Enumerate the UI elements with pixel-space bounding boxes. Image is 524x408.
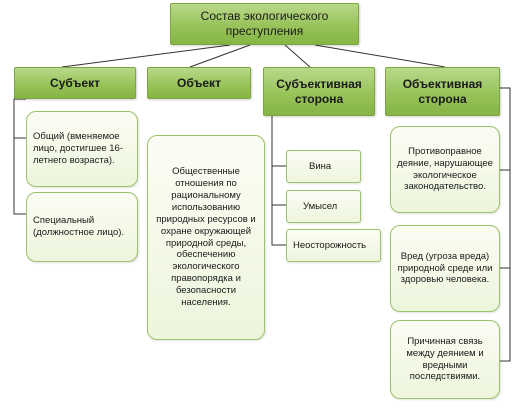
objective-item-causation-label: Причинная связь между деянием и вредными…: [406, 335, 484, 383]
subjective-item-negligence: Неосторожность: [286, 229, 381, 262]
subject-item-general: Общий (вменяемое лицо, достигшее 16-летн…: [26, 111, 138, 187]
objective-item-causation: Причинная связь между деянием и вредными…: [390, 320, 500, 399]
object-item-label: Общественные отношения по рациональному …: [156, 166, 256, 308]
header-object: Объект: [147, 67, 251, 99]
root-label: Состав экологического преступления: [200, 9, 329, 38]
connector-root-object: [189, 44, 251, 68]
header-objective-label: Объективная сторона: [402, 76, 483, 106]
subject-item-general-label: Общий (вменяемое лицо, достигшее 16-летн…: [33, 131, 124, 166]
subjective-item-guilt-label: Вина: [309, 160, 332, 172]
header-subject: Субъект: [14, 67, 136, 99]
object-item: Общественные отношения по рациональному …: [147, 135, 265, 340]
subject-item-special: Специальный (должностное лицо).: [26, 192, 138, 262]
subjective-item-guilt: Вина: [286, 150, 361, 183]
connector-objective-bracket: [500, 87, 511, 362]
header-objective: Объективная сторона: [385, 67, 500, 116]
objective-item-act-label: Противоправное деяние, нарушающее эколог…: [397, 145, 493, 193]
connector-root-objective: [314, 44, 446, 68]
root-node: Состав экологического преступления: [170, 3, 359, 45]
header-object-label: Объект: [177, 75, 221, 90]
connector-root-subjective: [284, 44, 311, 68]
connector-root-subject: [61, 44, 231, 68]
objective-item-harm: Вред (угроза вреда) природной среде или …: [390, 225, 500, 312]
subjective-item-intent-label: Умысел: [303, 200, 338, 212]
connector-subjective-bracket: [271, 116, 286, 246]
objective-item-act: Противоправное деяние, нарушающее эколог…: [390, 126, 500, 213]
header-subject-label: Субъект: [50, 75, 100, 90]
objective-item-harm-label: Вред (угроза вреда) природной среде или …: [397, 250, 493, 286]
subjective-item-intent: Умысел: [286, 190, 361, 223]
header-subjective: Субъективная сторона: [263, 67, 375, 116]
header-subjective-label: Субъективная сторона: [276, 76, 362, 106]
subjective-item-negligence-label: Неосторожность: [293, 239, 367, 251]
subject-item-special-label: Специальный (должностное лицо).: [33, 215, 125, 238]
connector-subject-bracket: [13, 98, 26, 215]
